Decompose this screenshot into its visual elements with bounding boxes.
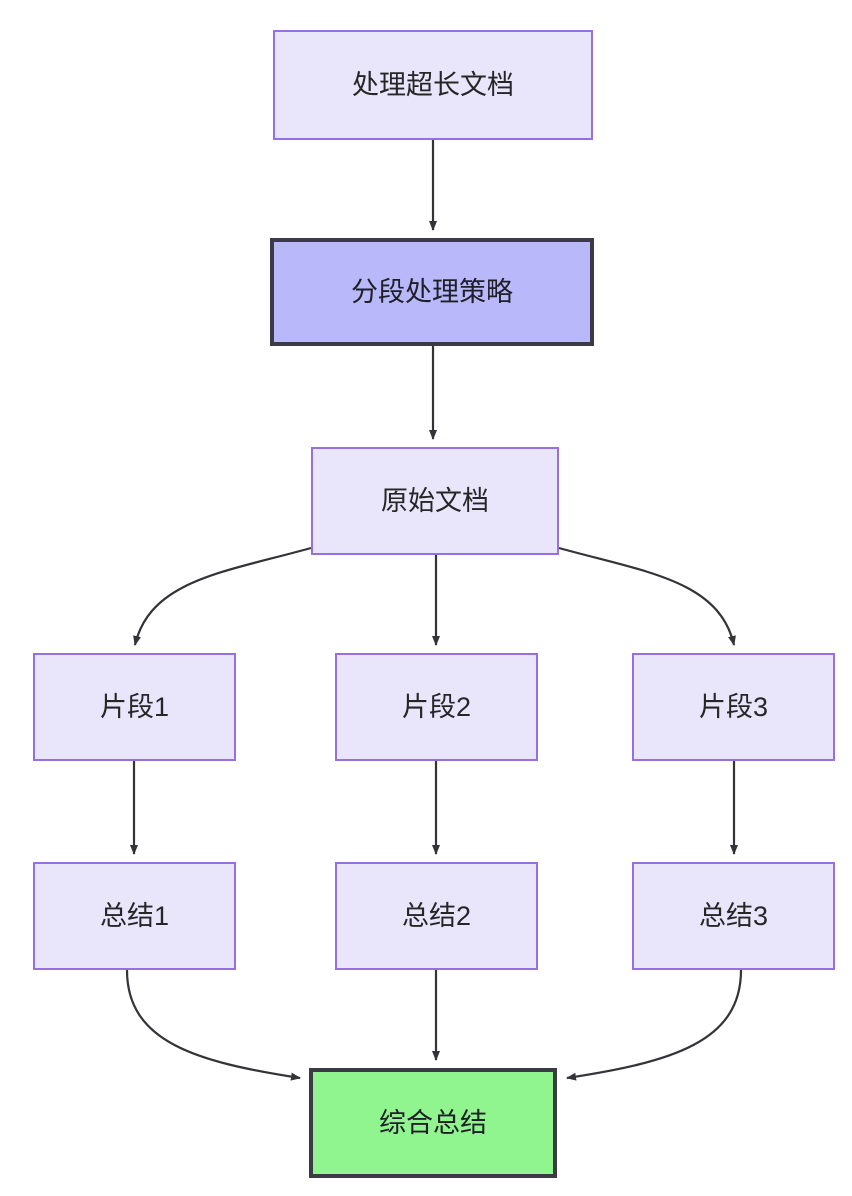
node-fragment-3[interactable]: 片段3 xyxy=(632,653,835,761)
node-label: 分段处理策略 xyxy=(351,276,513,307)
node-label: 总结3 xyxy=(698,900,769,931)
node-label: 总结1 xyxy=(99,900,170,931)
edge-original-doc-to-fragment-3 xyxy=(558,546,736,646)
node-summary-2[interactable]: 总结2 xyxy=(335,862,538,970)
edge-original-doc-to-fragment-1 xyxy=(133,546,312,646)
node-chunking-strategy[interactable]: 分段处理策略 xyxy=(270,238,594,346)
node-handle-long-doc[interactable]: 处理超长文档 xyxy=(273,30,593,140)
node-label: 原始文档 xyxy=(381,485,489,516)
node-fragment-2[interactable]: 片段2 xyxy=(335,653,538,761)
edge-summary-1-to-final-summary xyxy=(125,969,301,1081)
node-summary-3[interactable]: 总结3 xyxy=(632,862,835,970)
node-original-doc[interactable]: 原始文档 xyxy=(311,447,559,555)
node-label: 片段2 xyxy=(401,691,472,722)
node-summary-1[interactable]: 总结1 xyxy=(33,862,236,970)
node-label: 片段3 xyxy=(698,691,769,722)
edge-summary-3-to-final-summary xyxy=(566,969,743,1081)
node-label: 处理超长文档 xyxy=(352,69,514,100)
node-fragment-1[interactable]: 片段1 xyxy=(33,653,236,761)
node-label: 总结2 xyxy=(401,900,472,931)
node-label: 综合总结 xyxy=(379,1107,487,1138)
node-label: 片段1 xyxy=(99,691,170,722)
node-final-summary[interactable]: 综合总结 xyxy=(309,1068,557,1178)
